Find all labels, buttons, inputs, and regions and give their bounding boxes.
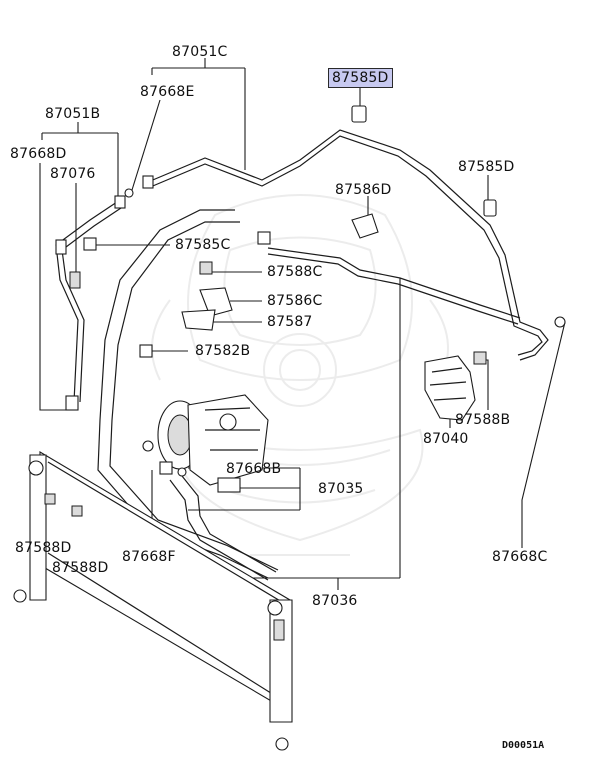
label-87588D-left[interactable]: 87588D: [15, 540, 72, 556]
label-87585D-right[interactable]: 87585D: [458, 159, 515, 175]
label-87035[interactable]: 87035: [318, 481, 364, 497]
label-87588C[interactable]: 87588C: [267, 264, 323, 280]
label-87668F[interactable]: 87668F: [122, 549, 176, 565]
compressor: [157, 394, 269, 493]
hoses-and-pipes: [55, 129, 549, 581]
label-87051C[interactable]: 87051C: [172, 44, 228, 60]
label-87586D[interactable]: 87586D: [335, 182, 392, 198]
label-87051B[interactable]: 87051B: [45, 106, 101, 122]
label-87587[interactable]: 87587: [267, 314, 313, 330]
condenser: [13, 451, 293, 751]
label-87585C[interactable]: 87585C: [175, 237, 231, 253]
label-87668B[interactable]: 87668B: [226, 461, 282, 477]
label-87076[interactable]: 87076: [50, 166, 96, 182]
label-87582B[interactable]: 87582B: [195, 343, 251, 359]
label-87588B[interactable]: 87588B: [455, 412, 511, 428]
label-87586C[interactable]: 87586C: [267, 293, 323, 309]
diagram-code: D00051A: [502, 740, 545, 751]
label-87668E[interactable]: 87668E: [140, 84, 195, 100]
label-87668C[interactable]: 87668C: [492, 549, 548, 565]
label-87668D[interactable]: 87668D: [10, 146, 67, 162]
label-87040[interactable]: 87040: [423, 431, 469, 447]
small-parts: [44, 105, 566, 517]
label-87036[interactable]: 87036: [312, 593, 358, 609]
label-87588D-lower[interactable]: 87588D: [52, 560, 109, 576]
bracket-87040: [424, 355, 476, 421]
label-87585D-highlighted[interactable]: 87585D: [328, 68, 393, 88]
